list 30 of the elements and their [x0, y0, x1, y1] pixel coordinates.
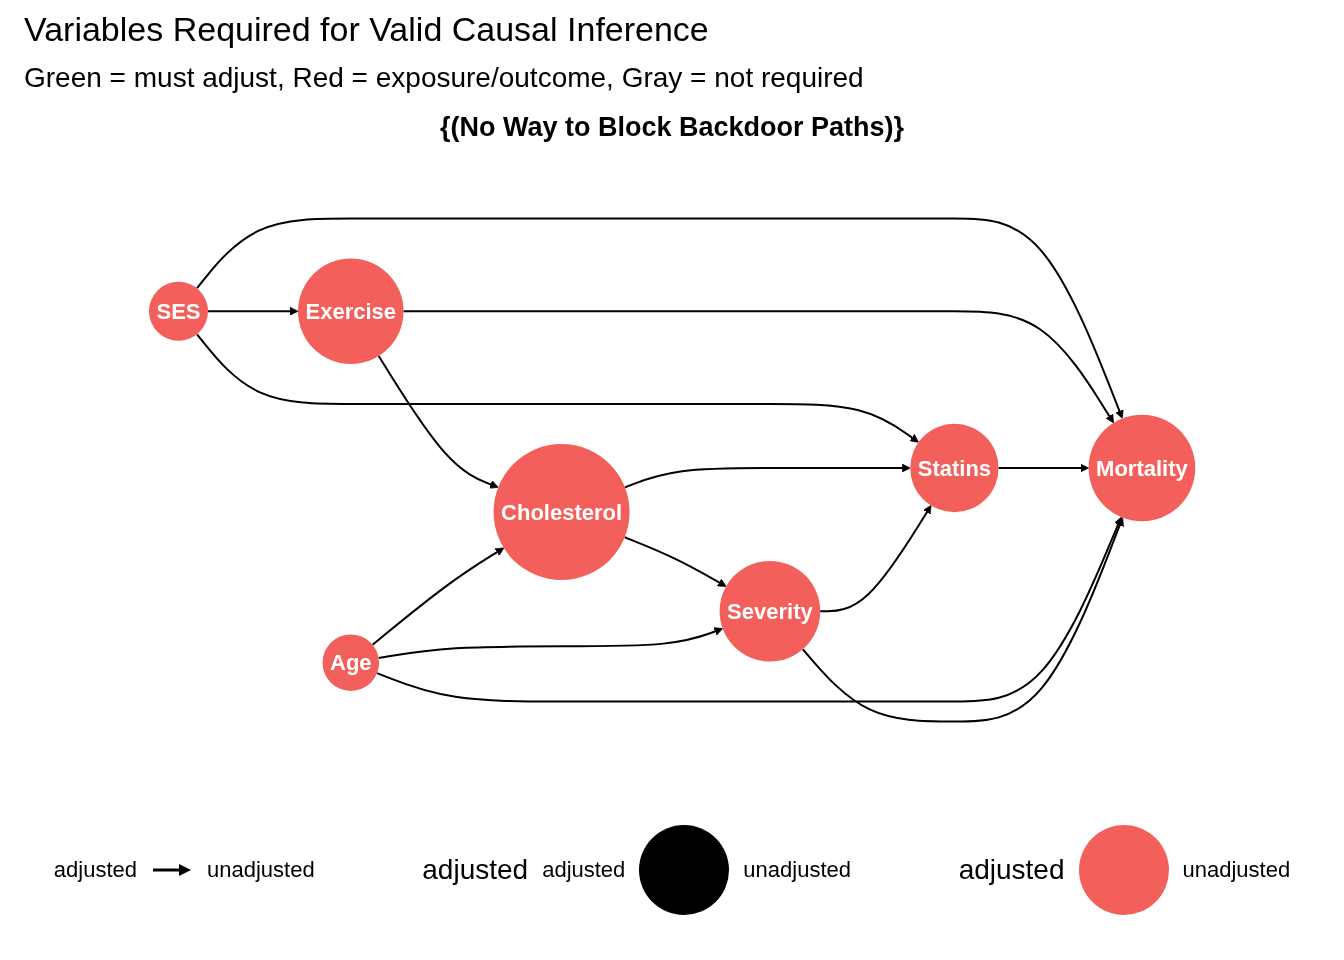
- legend-label: unadjusted: [743, 857, 851, 883]
- node-circle: Severity: [719, 560, 821, 662]
- legend-note: adjusted: [542, 857, 626, 883]
- legend-title: adjusted: [958, 854, 1065, 886]
- node-circle: Exercise: [297, 258, 404, 364]
- legend-title: adjusted: [422, 854, 529, 886]
- node-circle: SES: [148, 281, 208, 341]
- arrow: [377, 627, 723, 659]
- arrow: [997, 463, 1089, 473]
- panel-heading: {(No Way to Block Backdoor Paths)}: [438, 112, 906, 143]
- node-circle: Cholesterol: [493, 444, 630, 581]
- node-circle: Mortality: [1088, 414, 1196, 522]
- arrow: [402, 310, 1114, 424]
- arrow: [623, 536, 727, 587]
- node-circle: Age: [322, 634, 379, 691]
- arrow: [623, 463, 911, 489]
- arrow: [371, 547, 505, 646]
- arrow: [377, 355, 499, 489]
- arrow: [375, 516, 1123, 703]
- arrow: [819, 505, 932, 613]
- legend-note: adjusted: [53, 857, 137, 883]
- legend-label: unadjusted: [1182, 857, 1291, 883]
- node-circle: Statins: [910, 423, 999, 513]
- arrow: [195, 333, 919, 443]
- subtitle: Green = must adjust, Red = exposure/outcome, Gray = not required: [24, 62, 864, 94]
- legend-label: unadjusted: [207, 857, 315, 883]
- arrow: [801, 517, 1124, 723]
- arrow: [206, 306, 299, 316]
- arrow: [195, 217, 1124, 419]
- chart-title: Variables Required for Valid Causal Inference: [24, 10, 709, 49]
